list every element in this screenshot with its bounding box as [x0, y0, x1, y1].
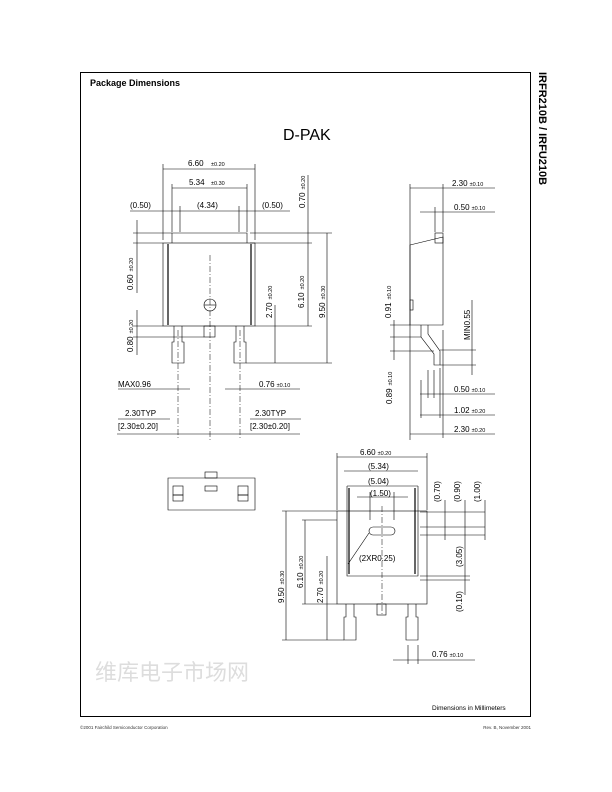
dim-text: (1.50) — [370, 489, 391, 498]
dim-tol: ±0.20 — [211, 162, 225, 168]
dim-text: 2.30TYP — [255, 409, 286, 418]
bottom-view: 6.60±0.20 (5.34) (5.04) (1.50) (2XR0.25)… — [277, 448, 486, 664]
dim-text: 2.30±0.20 — [454, 425, 485, 434]
side-view: 2.30±0.10 0.50±0.10 0.91±0.10 0.89±0.10 … — [384, 179, 495, 440]
revision: Rev. B, November 2001 — [483, 725, 531, 730]
watermark: 维库电子市场网 — [95, 661, 249, 686]
dim-text: 2.30±0.10 — [452, 179, 483, 188]
dim-text: 0.76±0.10 — [432, 650, 463, 659]
dim-text: (0.50) — [130, 201, 151, 210]
end-view — [167, 471, 256, 511]
package-name: D-PAK — [283, 127, 331, 144]
dim-text: 2.70±0.20 — [265, 286, 274, 318]
top-view: 6.60 ±0.20 5.34 ±0.30 (0.50) (4.34) (0.50)… — [117, 159, 332, 440]
dim-text: (5.34) — [368, 462, 389, 471]
dim-text: [2.30±0.20] — [118, 422, 158, 431]
tab-outline — [171, 232, 248, 243]
dim-text: 6.60±0.20 — [360, 448, 391, 457]
dim-text: 6.10±0.20 — [296, 556, 305, 588]
dim-text: 0.80±0.20 — [126, 320, 135, 352]
dim-text: MAX0.96 — [118, 380, 151, 389]
units-note: Dimensions in Millimeters — [432, 705, 506, 712]
dim-text: 9.50±0.30 — [318, 286, 327, 318]
copyright: ©2001 Fairchild Semiconductor Corporatio… — [80, 725, 168, 730]
dim-text: (0.50) — [262, 201, 283, 210]
dim-text: (1.00) — [473, 481, 482, 502]
center-lead — [203, 325, 216, 338]
part-number-title: IRFR210B / IRFU210B — [536, 72, 548, 186]
dim-text: 2.70±0.20 — [316, 571, 325, 603]
dim-text: (0.70) — [433, 481, 442, 502]
body-outline — [162, 242, 256, 327]
dim-text: 1.02±0.20 — [454, 406, 485, 415]
dim-text: (2XR0.25) — [359, 554, 396, 563]
dim-text: 0.60±0.20 — [126, 258, 135, 290]
dim-text: MIN0.55 — [463, 309, 472, 340]
dim-text: 6.60 — [188, 159, 204, 168]
dim-text: (3.05) — [455, 546, 464, 567]
dim-text: 9.50±0.30 — [277, 571, 286, 603]
dim-text: (0.10) — [455, 591, 464, 612]
dim-text: 0.89±0.10 — [385, 372, 394, 404]
dim-text: (4.34) — [197, 201, 218, 210]
dim-text: 0.76±0.10 — [259, 380, 290, 389]
dim-text: 0.50±0.10 — [454, 385, 485, 394]
dim-text: 0.91±0.10 — [384, 286, 393, 318]
dim-text: 6.10±0.20 — [297, 276, 306, 308]
dim-text: [2.30±0.20] — [250, 422, 290, 431]
dim-text: 0.50±0.10 — [454, 203, 485, 212]
dim-text: 2.30TYP — [125, 409, 156, 418]
dim-text: (0.90) — [453, 481, 462, 502]
dim-text: (5.04) — [368, 477, 389, 486]
dim-text: 5.34 — [189, 178, 205, 187]
page-frame — [80, 72, 531, 717]
dim-text: 0.70±0.20 — [298, 176, 307, 208]
section-title: Package Dimensions — [90, 78, 181, 88]
dim-tol: ±0.30 — [211, 181, 225, 187]
